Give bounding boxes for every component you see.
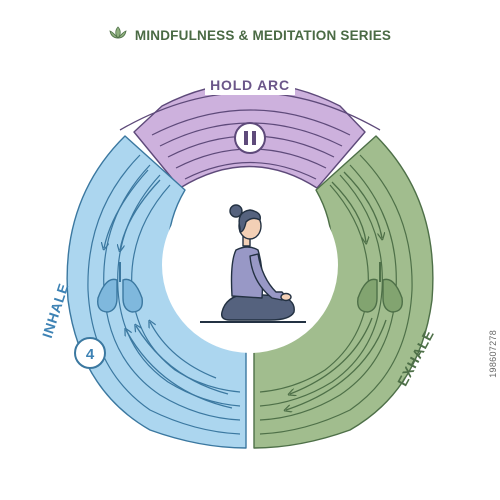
lungs-icon	[97, 262, 143, 313]
header: MINDFULNESS & MEDITATION SERIES	[0, 22, 500, 48]
pause-icon	[234, 122, 266, 154]
inhale-label: INHALE	[39, 281, 72, 340]
lungs-icon	[357, 262, 403, 313]
watermark-id: 198607278	[488, 330, 498, 378]
inhale-count-badge: 4	[74, 337, 106, 369]
hold-segment: HOLD ARC	[119, 75, 381, 189]
meditating-woman-illustration	[200, 204, 306, 323]
inhale-count: 4	[86, 346, 95, 363]
hold-label: HOLD ARC	[210, 77, 290, 93]
lotus-icon	[109, 25, 127, 45]
page-title: MINDFULNESS & MEDITATION SERIES	[134, 27, 392, 43]
